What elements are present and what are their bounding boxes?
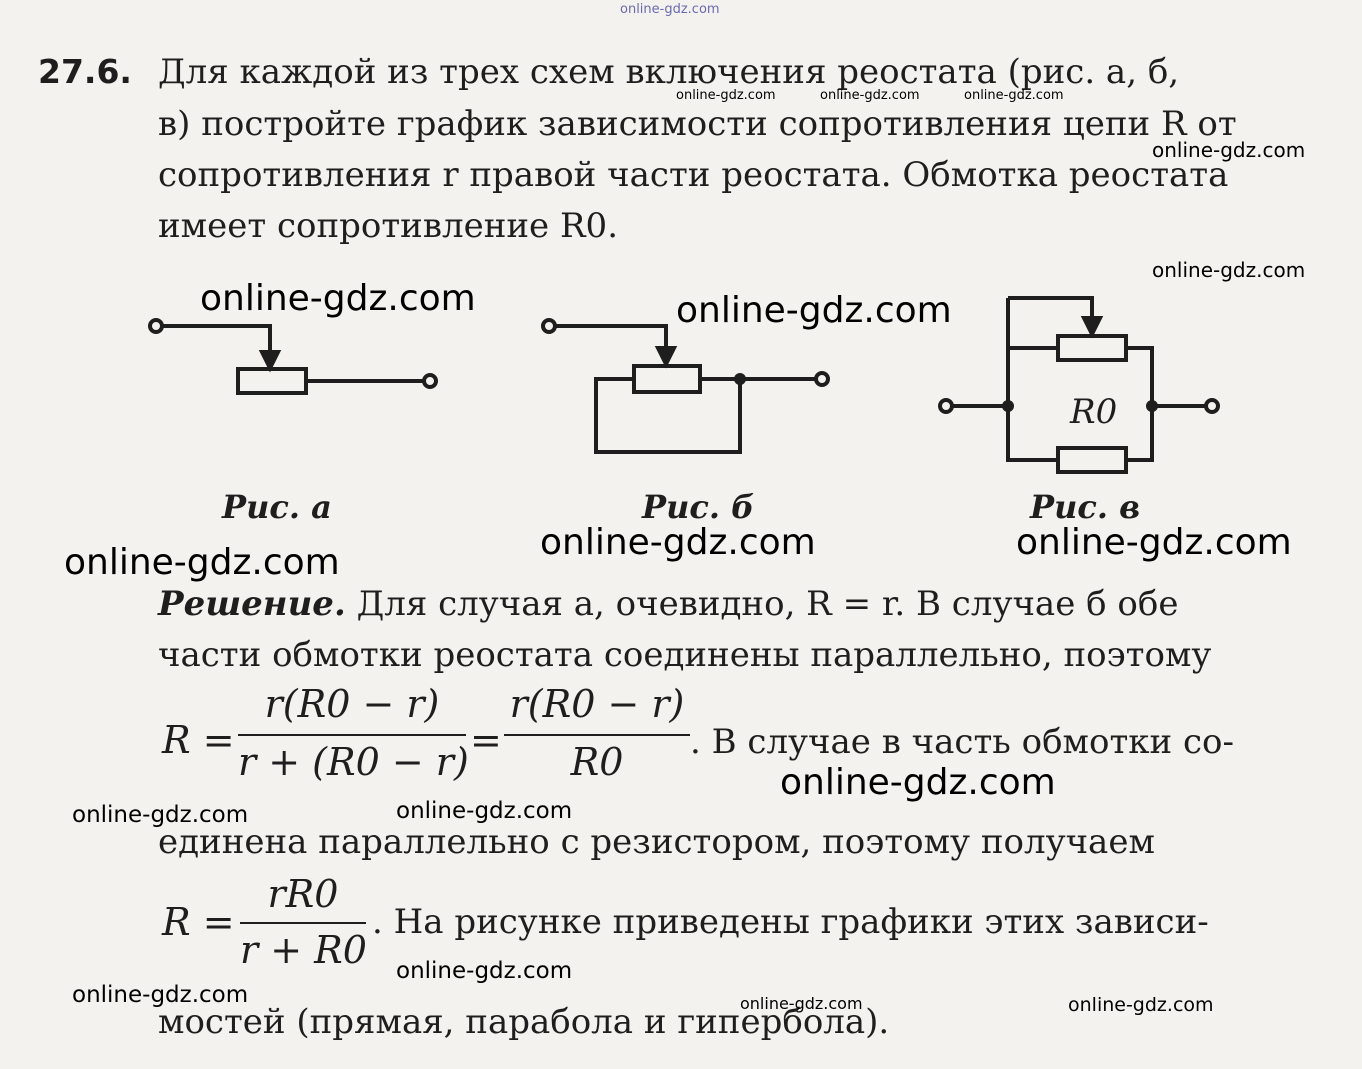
solution-line-6: мостей (прямая, парабола и гипербола). xyxy=(158,1002,890,1042)
caption-fig-a: Рис. а xyxy=(222,488,332,526)
watermark-mid-3: online-gdz.com xyxy=(396,958,573,984)
formula1-bar-2 xyxy=(504,734,690,736)
formula2-denominator: r + R0 xyxy=(240,928,367,972)
formula1-bar-1 xyxy=(238,734,466,736)
formula2-bar xyxy=(240,922,366,924)
watermark-right-1: online-gdz.com xyxy=(1152,138,1306,162)
solution-heading: Решение. xyxy=(158,584,346,624)
formula1-equals: = xyxy=(470,718,502,762)
watermark-mid-1: online-gdz.com xyxy=(72,802,249,828)
caption-fig-v: Рис. в xyxy=(1030,488,1141,526)
watermark-top: online-gdz.com xyxy=(620,2,720,17)
formula1-numerator-2: r(R0 − r) xyxy=(509,682,685,726)
watermark-big-6: online-gdz.com xyxy=(780,762,1056,803)
formula1-fraction-2: r(R0 − r) R0 xyxy=(504,682,690,792)
watermark-mid-6: online-gdz.com xyxy=(1068,994,1214,1016)
problem-line-2: в) постройте график зависимости сопротив… xyxy=(158,104,1237,144)
solution-line-4: единена параллельно с резистором, поэтом… xyxy=(158,822,1155,862)
watermark-big-3: online-gdz.com xyxy=(64,542,340,583)
problem-line-3: сопротивления r правой части реостата. О… xyxy=(158,155,1229,195)
circuit-b xyxy=(541,318,830,454)
solution-line-5: . На рисунке приведены графики этих зави… xyxy=(372,902,1209,942)
formula1-lhs: R = xyxy=(162,718,235,762)
problem-line-4: имеет сопротивление R0. xyxy=(158,206,618,246)
watermark-mid-5: online-gdz.com xyxy=(740,994,863,1013)
formula2-fraction: rR0 r + R0 xyxy=(240,872,367,982)
problem-line-1: Для каждой из трех схем включения реоста… xyxy=(158,52,1180,92)
formula1-denominator-2: R0 xyxy=(570,740,624,784)
label-r0: R0 xyxy=(1070,392,1118,432)
watermark-right-2: online-gdz.com xyxy=(1152,258,1306,282)
solution-line-1-text: Для случая а, очевидно, R = r. В случае … xyxy=(356,584,1179,624)
caption-fig-b: Рис. б xyxy=(642,488,755,526)
formula2-numerator: rR0 xyxy=(267,872,339,916)
formula1-fraction-1: r(R0 − r) r + (R0 − r) xyxy=(238,682,469,792)
circuit-a xyxy=(148,318,438,395)
problem-number: 27.6. xyxy=(38,52,132,91)
watermark-big-2: online-gdz.com xyxy=(676,290,952,331)
watermark-big-5: online-gdz.com xyxy=(1016,522,1292,563)
watermark-big-1: online-gdz.com xyxy=(200,278,476,319)
circuit-v xyxy=(938,296,1220,474)
watermark-big-4: online-gdz.com xyxy=(540,522,816,563)
watermark-small-2: online-gdz.com xyxy=(820,88,920,103)
solution-line-3: . В случае в часть обмотки со- xyxy=(690,722,1234,762)
watermark-small-3: online-gdz.com xyxy=(964,88,1064,103)
formula1-numerator-1: r(R0 − r) xyxy=(264,682,440,726)
watermark-mid-4: online-gdz.com xyxy=(72,982,249,1008)
formula1-denominator-1: r + (R0 − r) xyxy=(238,740,469,784)
solution-line-2: части обмотки реостата соединены паралле… xyxy=(158,635,1212,675)
watermark-small-1: online-gdz.com xyxy=(676,88,776,103)
solution-line-1: Решение. Для случая а, очевидно, R = r. … xyxy=(158,584,1178,624)
formula2-lhs: R = xyxy=(162,900,235,944)
watermark-mid-2: online-gdz.com xyxy=(396,798,573,824)
